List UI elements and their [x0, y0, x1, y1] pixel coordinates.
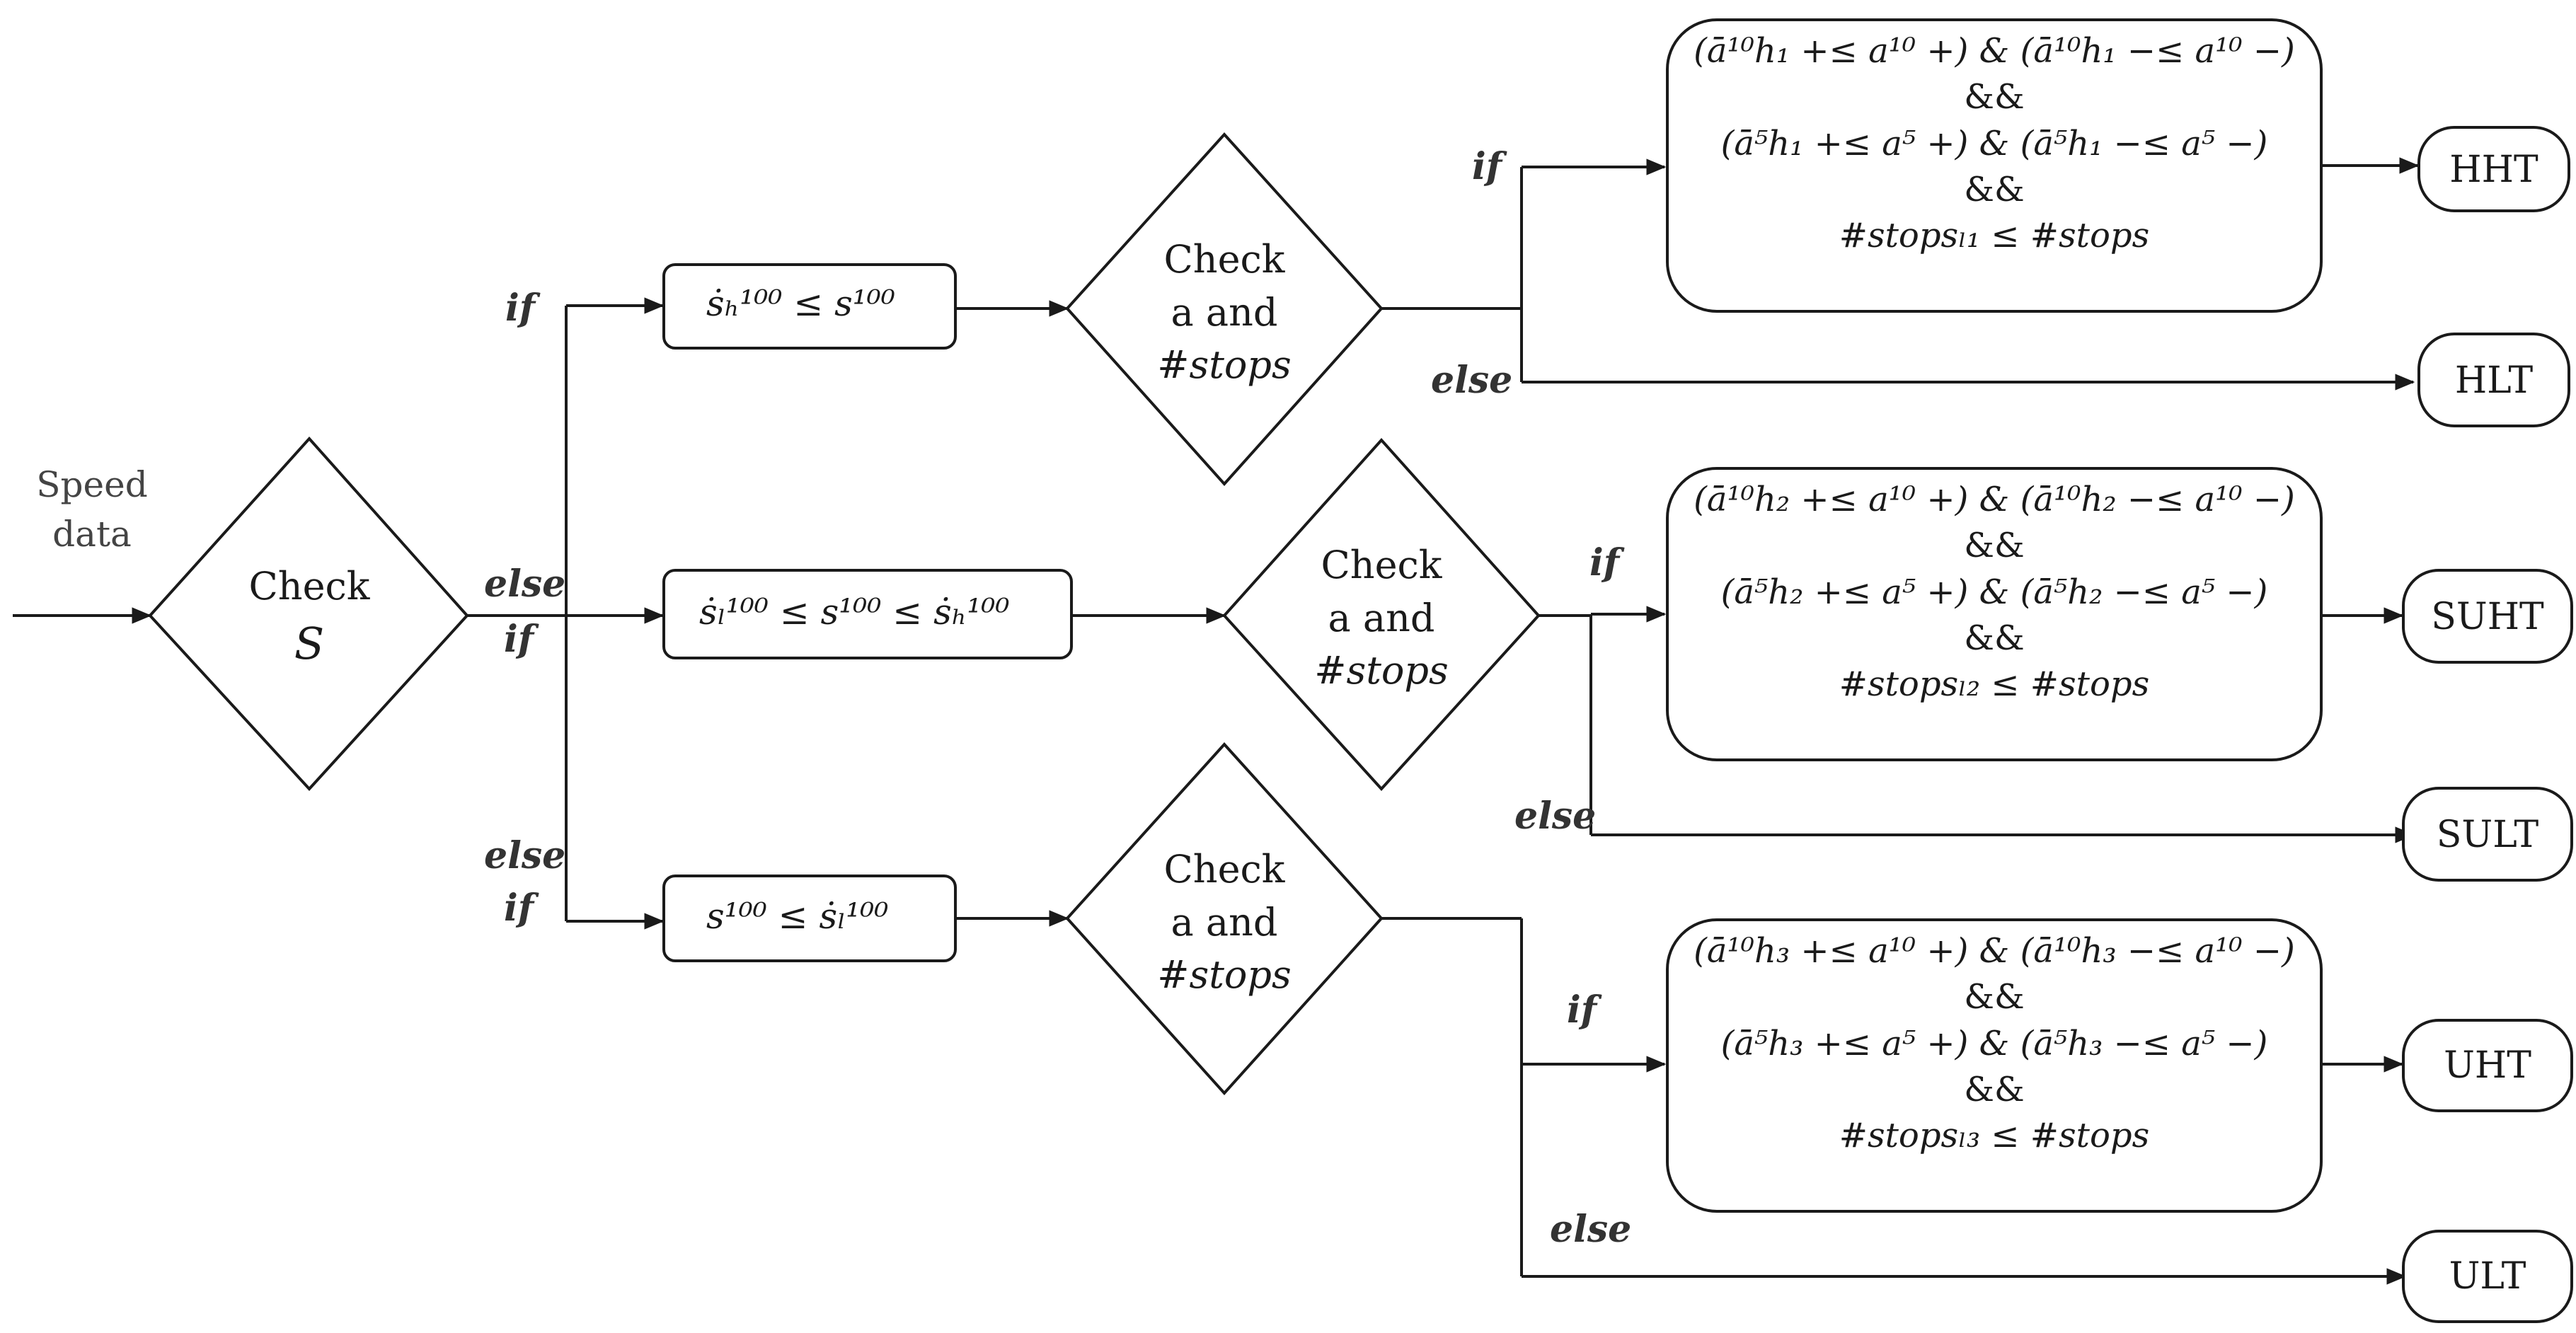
check-stops-text-1: Check a and #stops	[1118, 233, 1330, 392]
condition-row-3: #stopsₗ₂ ≤ #stops	[1839, 664, 2150, 705]
branch-if-label: if	[504, 887, 534, 930]
branch-else-label: else	[484, 834, 566, 877]
condition-row-3: #stopsₗ₁ ≤ #stops	[1839, 216, 2150, 256]
condition-and: &&	[1964, 526, 2025, 566]
check-stops-line-2: a and	[1171, 899, 1278, 945]
check-stops-text-3: Check a and #stops	[1118, 843, 1330, 1002]
output-label-uht: UHT	[2444, 1044, 2531, 1087]
check-stops-line-1: Check	[1163, 847, 1285, 891]
condition-text-3: (ā¹⁰h₃ +≤ a¹⁰ +) & (ā¹⁰h₃ −≤ a¹⁰ −) && (…	[1667, 928, 2321, 1159]
output-label-suht: SUHT	[2431, 596, 2544, 638]
input-label-line-2: data	[52, 514, 132, 555]
condition-row-1: (ā¹⁰h₁ +≤ a¹⁰ +) & (ā¹⁰h₁ −≤ a¹⁰ −)	[1694, 31, 2295, 71]
condition-row-2: (ā⁵h₁ +≤ a⁵ +) & (ā⁵h₁ −≤ a⁵ −)	[1720, 123, 2268, 163]
branch-if-label: if	[1589, 541, 1620, 584]
output-box-suht	[2402, 569, 2573, 664]
condition-row-1: (ā¹⁰h₃ +≤ a¹⁰ +) & (ā¹⁰h₃ −≤ a¹⁰ −)	[1694, 931, 2295, 971]
condition-row-3: #stopsₗ₃ ≤ #stops	[1839, 1116, 2150, 1156]
condition-and: &&	[1964, 977, 2025, 1017]
condition-row-2: (ā⁵h₂ +≤ a⁵ +) & (ā⁵h₂ −≤ a⁵ −)	[1720, 572, 2268, 612]
output-box-sult	[2402, 787, 2573, 882]
branch-else-label: else	[484, 562, 566, 606]
input-label-line-1: Speed	[36, 464, 148, 505]
branch-if-label: if	[504, 618, 534, 661]
output-box-ult	[2402, 1230, 2573, 1323]
output-label-hlt: HLT	[2454, 359, 2534, 402]
condition-row-1: (ā¹⁰h₂ +≤ a¹⁰ +) & (ā¹⁰h₂ −≤ a¹⁰ −)	[1694, 480, 2295, 519]
speed-condition-high-box	[662, 263, 957, 350]
condition-and: &&	[1964, 618, 2025, 658]
check-stops-line-3: #stops	[1314, 648, 1449, 693]
output-box-uht	[2402, 1019, 2573, 1112]
check-stops-text-2: Check a and #stops	[1275, 539, 1488, 698]
condition-row-2: (ā⁵h₃ +≤ a⁵ +) & (ā⁵h₃ −≤ a⁵ −)	[1720, 1023, 2268, 1063]
check-s-line-1: Check	[248, 564, 370, 608]
condition-and: &&	[1964, 1069, 2025, 1109]
branch-if-label: if	[505, 287, 536, 330]
check-stops-line-1: Check	[1321, 543, 1442, 587]
check-stops-line-3: #stops	[1157, 342, 1292, 388]
check-stops-diamond-1	[1065, 132, 1384, 486]
branch-if-label: if	[1567, 988, 1597, 1032]
check-stops-diamond-2	[1222, 438, 1541, 791]
check-stops-line-2: a and	[1328, 595, 1435, 640]
branch-if-label: if	[1472, 145, 1502, 188]
check-stops-diamond-3	[1065, 742, 1384, 1095]
condition-text-1: (ā¹⁰h₁ +≤ a¹⁰ +) & (ā¹⁰h₁ −≤ a¹⁰ −) && (…	[1667, 28, 2321, 259]
speed-condition-mid: ṡₗ¹⁰⁰ ≤ s¹⁰⁰ ≤ ṡₕ¹⁰⁰	[699, 592, 1010, 633]
output-label-hht: HHT	[2449, 149, 2538, 191]
check-stops-line-1: Check	[1163, 237, 1285, 282]
output-label-sult: SULT	[2436, 814, 2539, 856]
output-box-hht	[2417, 126, 2570, 212]
branch-else-label: else	[1550, 1208, 1632, 1251]
input-label: Speed data	[35, 460, 149, 559]
check-s-line-2: S	[294, 617, 325, 669]
speed-condition-low: s¹⁰⁰ ≤ ṡₗ¹⁰⁰	[706, 896, 889, 937]
output-box-hlt	[2417, 333, 2570, 427]
output-label-ult: ULT	[2449, 1255, 2526, 1298]
condition-and: &&	[1964, 169, 2025, 209]
condition-and: &&	[1964, 77, 2025, 117]
check-s-diamond	[148, 437, 469, 791]
branch-else-label: else	[1431, 359, 1513, 402]
check-s-text: Check S	[238, 560, 380, 674]
speed-condition-high: ṡₕ¹⁰⁰ ≤ s¹⁰⁰	[706, 283, 895, 324]
check-stops-line-2: a and	[1171, 289, 1278, 335]
branch-else-label: else	[1514, 795, 1597, 838]
condition-text-2: (ā¹⁰h₂ +≤ a¹⁰ +) & (ā¹⁰h₂ −≤ a¹⁰ −) && (…	[1667, 477, 2321, 708]
check-stops-line-3: #stops	[1157, 952, 1292, 998]
